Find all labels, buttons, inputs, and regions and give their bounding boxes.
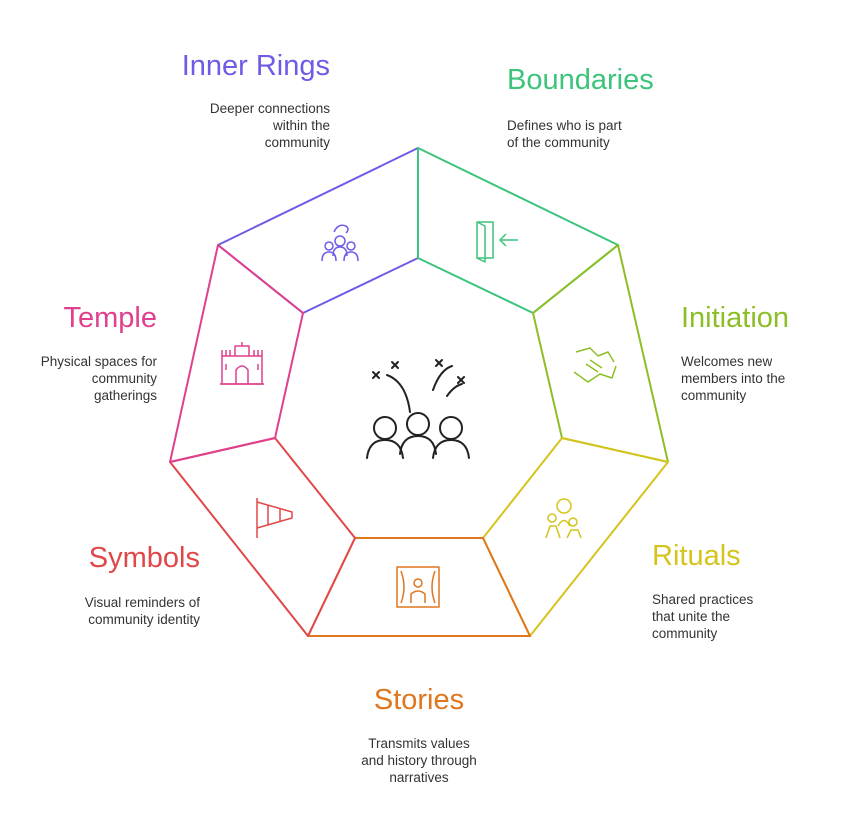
segment-rituals xyxy=(482,437,669,637)
segment-temple xyxy=(169,244,304,463)
segment-inner-rings xyxy=(217,147,419,314)
door-enter-icon xyxy=(476,221,518,263)
segment-stories xyxy=(307,537,531,637)
segment-initiation xyxy=(532,244,669,463)
rituals-description: Shared practices that unite the communit… xyxy=(652,592,754,641)
boundaries-title: Boundaries xyxy=(507,64,654,96)
boundaries-description: Defines who is part of the community xyxy=(507,118,622,150)
initiation-title: Initiation xyxy=(681,302,790,334)
symbols-description: Visual reminders of community identity xyxy=(84,595,200,627)
inner-rings-title: Inner Rings xyxy=(181,50,330,82)
theater-stage-icon xyxy=(396,566,440,608)
group-hug-icon xyxy=(321,224,359,262)
rituals-title: Rituals xyxy=(652,540,741,572)
symbols-title: Symbols xyxy=(88,542,200,574)
stories-title: Stories xyxy=(373,684,465,716)
celebrating-community-icon xyxy=(366,359,470,459)
stories-description: Transmits values and history through nar… xyxy=(361,736,477,785)
temple-title: Temple xyxy=(63,302,158,334)
windsock-flag-icon xyxy=(256,498,293,538)
inner-rings-description: Deeper connections within the community xyxy=(209,101,330,150)
segment-boundaries xyxy=(417,147,619,314)
family-icon xyxy=(545,498,582,539)
temple-description: Physical spaces for community gatherings xyxy=(40,354,157,403)
initiation-description: Welcomes new members into the community xyxy=(681,354,786,403)
temple-icon xyxy=(220,342,264,385)
handshake-icon xyxy=(573,347,617,383)
